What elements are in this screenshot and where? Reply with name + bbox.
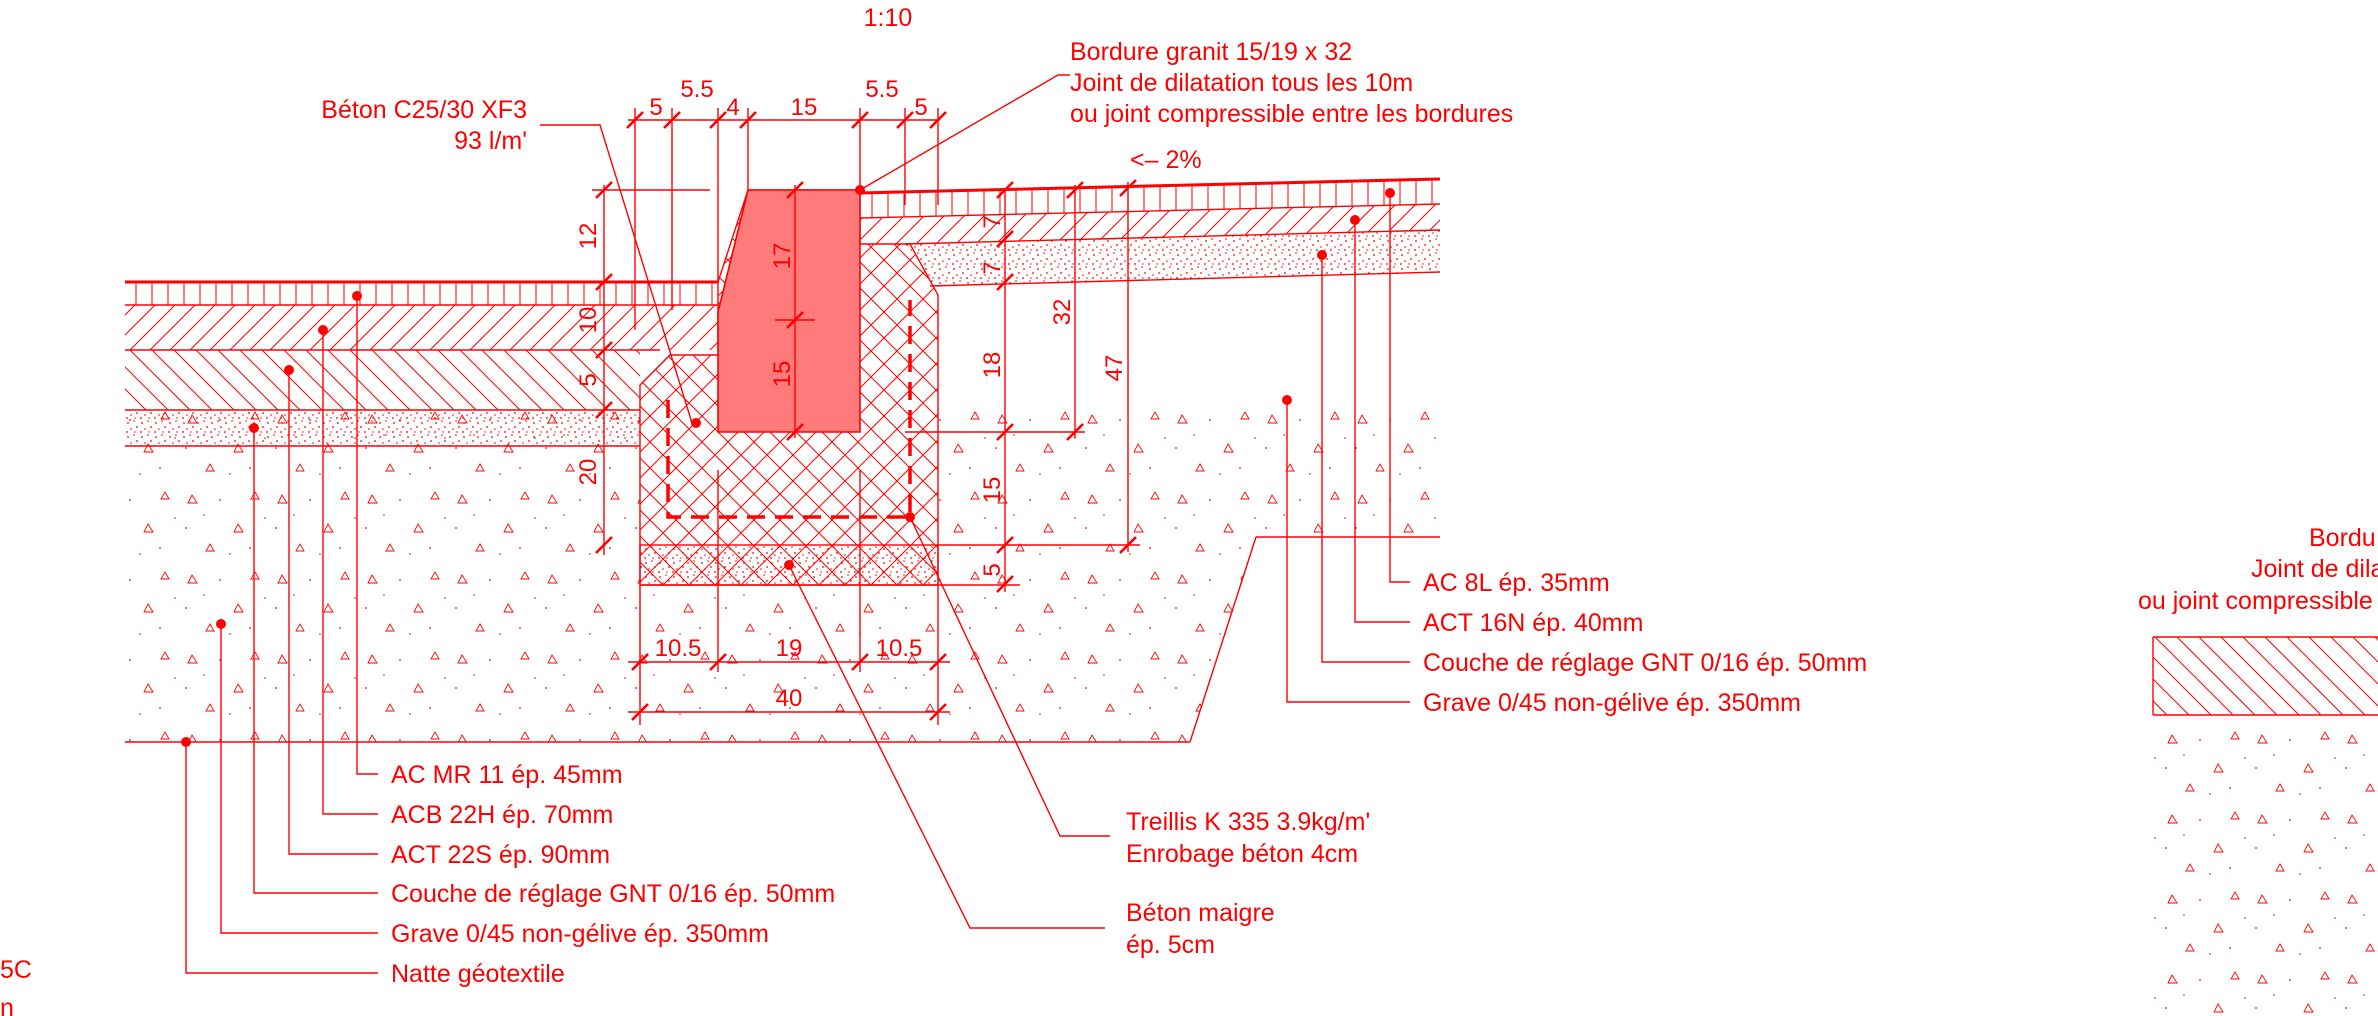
dimension-text-top_dims-0: 5: [649, 94, 662, 121]
dimension-text-mesh_label-line1: Treillis K 335 3.9kg/m': [1126, 808, 1370, 836]
dimension-text-top_dims-4: 5.5: [865, 76, 898, 103]
dimension-text-right_dims-5: 15: [979, 477, 1006, 504]
granite-curb: [717, 189, 861, 433]
legend-act-22s: ACT 22S ép. 90mm: [391, 841, 610, 869]
legend-grave-left: Grave 0/45 non-gélive ép. 350mm: [391, 920, 769, 948]
dimension-text-top_dims-2: 4: [726, 94, 739, 121]
dimension-text-bottom_dims-3: 40: [776, 685, 803, 712]
legend-ac-mr11: AC MR 11 ép. 45mm: [391, 761, 623, 789]
legend-gnt-left: Couche de réglage GNT 0/16 ép. 50mm: [391, 880, 835, 908]
dimension-text-top_dims-3: 15: [791, 94, 818, 121]
cut-left-fragment: 5C n: [0, 956, 32, 1016]
right-pavement-layers: [859, 177, 1441, 287]
dimension-text-bottom_dims-1: 19: [776, 635, 803, 662]
dimension-text-left_dims-3: 20: [575, 459, 602, 486]
curb-label: Bordure granit 15/19 x 32 Joint de dilat…: [855, 38, 1513, 195]
acb-22h-layer: [125, 305, 718, 350]
dimension-text-curb_dims-0: 17: [769, 243, 796, 270]
dimension-text-right_dims-1: 7: [979, 261, 1006, 274]
act-22s-layer: [125, 350, 640, 410]
gravel-subbase: [125, 410, 1440, 742]
dimension-text-right_dims-3: 18: [979, 352, 1006, 379]
dimension-text-left_dims-0: 12: [575, 223, 602, 250]
left-pavement-layers: [125, 280, 1440, 743]
scale-label: 1:10: [864, 4, 913, 32]
ac-mr11-layer: [125, 282, 718, 305]
reinforcement-mesh: [666, 300, 912, 519]
legend-gnt-right: Couche de réglage GNT 0/16 ép. 50mm: [1423, 649, 1867, 677]
slope-label: <– 2%: [1130, 146, 1202, 174]
lean-concrete-label: Béton maigre ép. 5cm: [784, 560, 1275, 959]
cut-right-fragment: Bordu Joint de dila ou joint compressibl…: [2138, 524, 2378, 1016]
concrete-label: Béton C25/30 XF3 93 l/m': [321, 96, 701, 428]
legend-grave-right: Grave 0/45 non-gélive ép. 350mm: [1423, 689, 1801, 717]
dimension-text-right_dims-2: 32: [1049, 299, 1076, 326]
dimension-text-cut_left-line1: 5C: [0, 956, 32, 984]
gnt-016-layer-left: [125, 410, 640, 446]
left-layer-legend: AC MR 11 ép. 45mm ACB 22H ép. 70mm ACT 2…: [181, 291, 835, 988]
dimension-text-top_dims-5: 5: [914, 94, 927, 121]
dimension-text-left_dims-1: 10: [575, 307, 602, 334]
dimension-text-right_dims-6: 5: [979, 563, 1006, 576]
dimension-text-bottom_dims-0: 10.5: [655, 635, 702, 662]
dimension-text-cut_right-line1: Bordu: [2309, 524, 2376, 552]
legend-geotextile: Natte géotextile: [391, 960, 565, 988]
dimension-text-cut_right-line3: ou joint compressible: [2138, 587, 2373, 615]
dimension-text-curb_label-line1: Bordure granit 15/19 x 32: [1070, 38, 1352, 66]
legend-acb-22h: ACB 22H ép. 70mm: [391, 801, 613, 829]
dimension-text-concrete_label-line2: 93 l/m': [454, 127, 527, 155]
dimension-text-right_dims-0: 7: [979, 215, 1006, 228]
mesh-label: Treillis K 335 3.9kg/m' Enrobage béton 4…: [905, 512, 1370, 868]
right-layer-legend: AC 8L ép. 35mm ACT 16N ép. 40mm Couche d…: [1282, 188, 1867, 717]
dimension-text-left_dims-2: 5: [575, 373, 602, 386]
dimension-text-cut_left-line2: n: [0, 994, 14, 1016]
dimension-text-cut_right-line2: Joint de dila: [2251, 555, 2378, 583]
dimension-text-concrete_label-line1: Béton C25/30 XF3: [321, 96, 527, 124]
legend-act-16n: ACT 16N ép. 40mm: [1423, 609, 1643, 637]
dimension-text-right_dims-4: 47: [1101, 355, 1128, 382]
gnt-016-layer-right: [905, 230, 1440, 286]
dimension-text-curb_label-line3: ou joint compressible entre les bordures: [1070, 100, 1513, 128]
dimension-text-top_dims-1: 5.5: [680, 76, 713, 103]
dimension-text-bottom_dims-2: 10.5: [876, 635, 923, 662]
dimension-text-curb_dims-1: 15: [769, 361, 796, 388]
dimension-text-lean_label-line2: ép. 5cm: [1126, 931, 1215, 959]
dimension-lines: 5 5.5 4 15 5.5 5 12 10 5 20 17 15 7: [575, 76, 1140, 725]
dimension-text-mesh_label-line2: Enrobage béton 4cm: [1126, 840, 1358, 868]
legend-ac-8l: AC 8L ép. 35mm: [1423, 569, 1610, 597]
dimension-text-lean_label-line1: Béton maigre: [1126, 899, 1275, 927]
dimension-text-curb_label-line2: Joint de dilatation tous les 10m: [1070, 69, 1413, 97]
